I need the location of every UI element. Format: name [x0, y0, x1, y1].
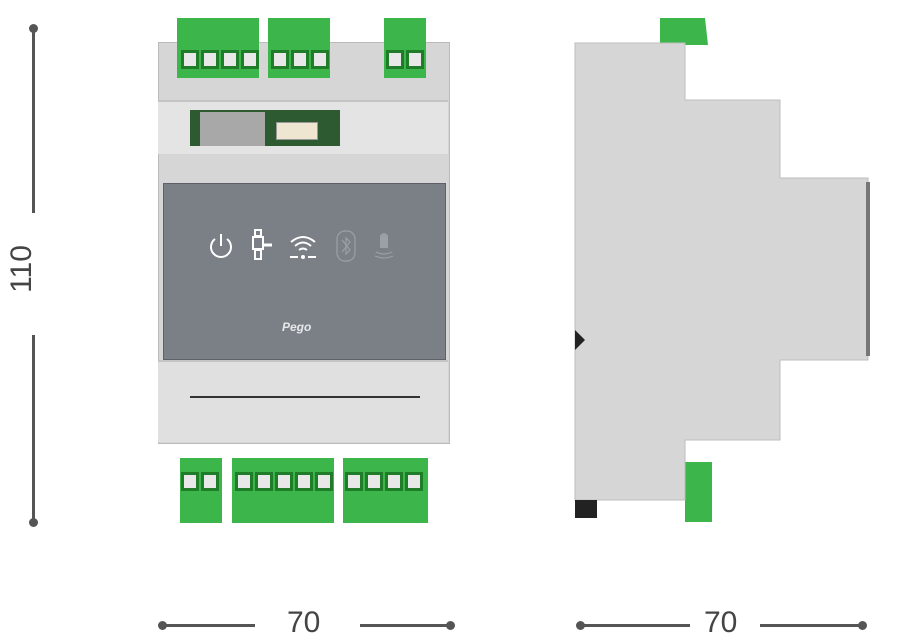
side-edge	[866, 182, 870, 356]
terminal-screw	[271, 50, 289, 69]
terminal-block	[177, 18, 259, 78]
dimension-end-dot	[29, 518, 38, 527]
terminal-screw	[201, 472, 219, 491]
side-terminal-bottom	[685, 462, 712, 522]
bluetooth-icon	[336, 230, 356, 262]
valve-icon	[252, 229, 272, 260]
dimension-line	[360, 624, 450, 627]
din-clip	[575, 500, 597, 518]
terminal-screw	[295, 472, 313, 491]
pin-header	[276, 122, 318, 140]
terminal-screw	[386, 50, 404, 69]
side-terminal-top	[660, 18, 708, 45]
terminal-screw	[255, 472, 273, 491]
lower-step	[158, 360, 448, 442]
terminal-screw	[311, 50, 329, 69]
dimension-line	[760, 624, 862, 627]
terminal-screw	[345, 472, 363, 491]
front-panel: Pego	[163, 183, 446, 360]
width-label: 70	[287, 606, 321, 639]
lower-slots	[190, 396, 420, 434]
terminal-screw	[221, 50, 239, 69]
pego-logo: Pego	[282, 320, 312, 334]
terminal-screw	[181, 50, 199, 69]
usb-port	[200, 112, 265, 146]
alarm-bell-icon	[374, 233, 394, 259]
terminal-screw	[315, 472, 333, 491]
terminal-screw	[385, 472, 403, 491]
device-side-view	[574, 18, 870, 522]
terminal-block	[384, 18, 426, 78]
dimension-line	[580, 624, 690, 627]
dimension-line	[32, 335, 35, 523]
side-housing	[574, 42, 869, 501]
terminal-screw	[201, 50, 219, 69]
terminal-screw	[235, 472, 253, 491]
power-icon	[210, 234, 232, 258]
terminal-screw	[365, 472, 383, 491]
terminal-screw	[291, 50, 309, 69]
terminal-screw	[405, 472, 423, 491]
depth-label: 70	[704, 606, 738, 639]
height-label: 110	[4, 245, 38, 293]
dimension-end-dot	[858, 621, 867, 630]
dimension-line	[32, 28, 35, 213]
wifi-icon	[290, 236, 316, 259]
dimension-line	[162, 624, 255, 627]
terminal-screw	[181, 472, 199, 491]
dimension-end-dot	[446, 621, 455, 630]
terminal-block	[268, 18, 330, 78]
terminal-screw	[275, 472, 293, 491]
terminal-screw	[241, 50, 259, 69]
terminal-screw	[406, 50, 424, 69]
din-latch	[575, 330, 585, 350]
